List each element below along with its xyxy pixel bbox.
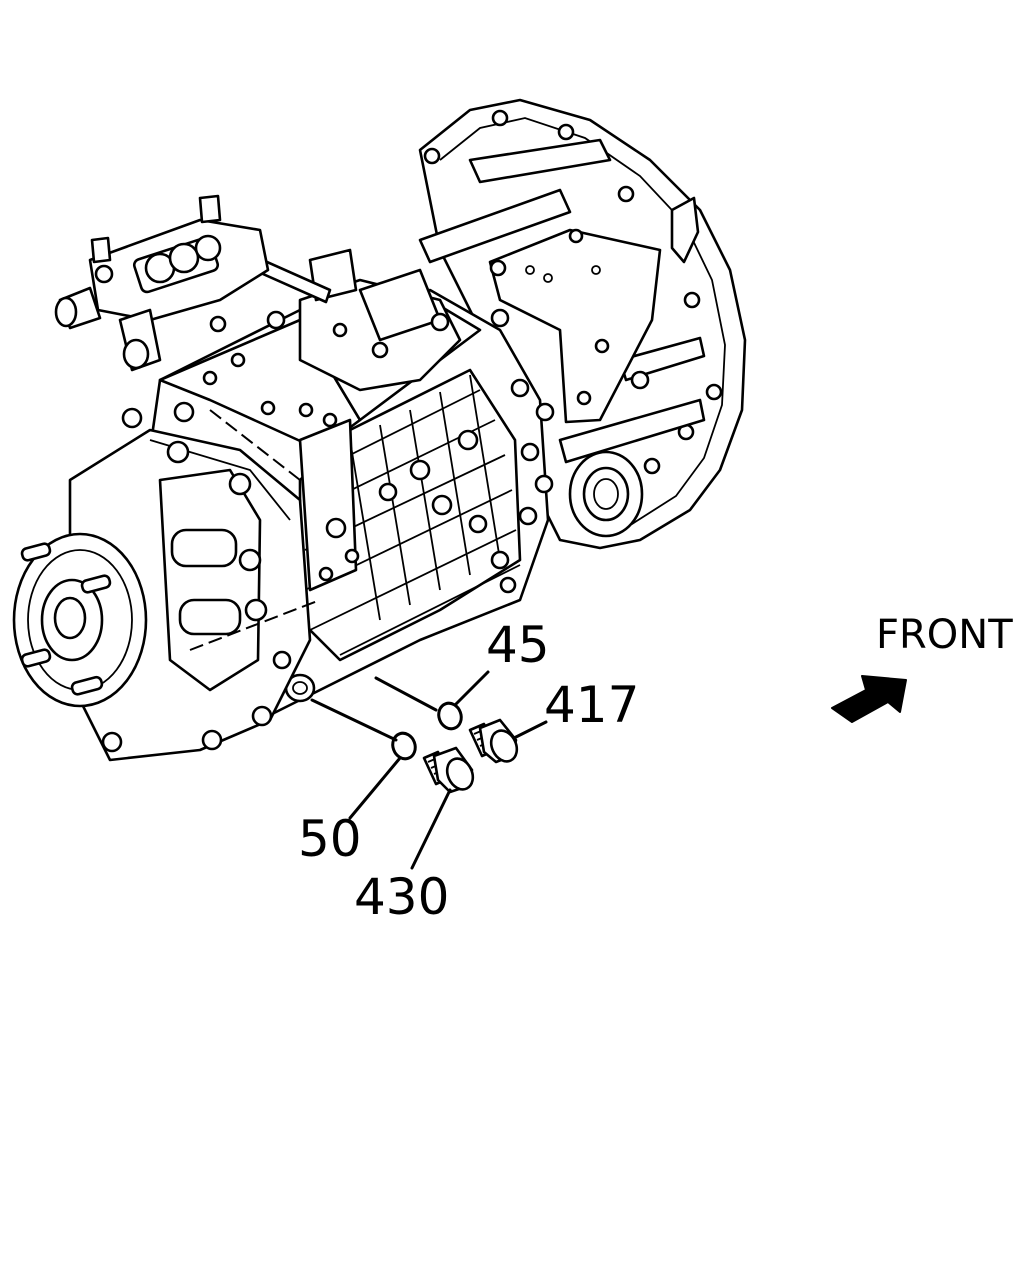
mounting-bracket <box>488 228 662 424</box>
transmission-case <box>138 288 555 732</box>
plug-417 <box>468 718 519 764</box>
ribbed-panel <box>298 368 522 662</box>
callout-430: 430 <box>354 868 449 926</box>
callout-leader-417 <box>512 720 548 740</box>
leader-line-lower <box>310 698 398 742</box>
callout-leader-430 <box>410 788 452 870</box>
shift-tower <box>233 229 462 392</box>
shift-cylinder <box>54 194 270 372</box>
exploded-parts <box>310 670 548 870</box>
plug-430 <box>422 746 475 794</box>
gasket-45 <box>437 701 463 731</box>
front-arrow-icon <box>831 675 907 723</box>
gasket-50 <box>391 731 417 761</box>
callout-50: 50 <box>298 810 362 868</box>
left-body <box>68 401 321 762</box>
output-flange <box>12 532 148 708</box>
front-label: FRONT <box>876 612 1013 658</box>
callout-417: 417 <box>544 676 639 734</box>
callout-45: 45 <box>486 616 550 674</box>
callout-leader-45 <box>454 670 490 706</box>
callout-leader-50 <box>348 756 402 820</box>
leader-line-upper <box>374 676 438 712</box>
transmission-assembly <box>12 98 747 762</box>
